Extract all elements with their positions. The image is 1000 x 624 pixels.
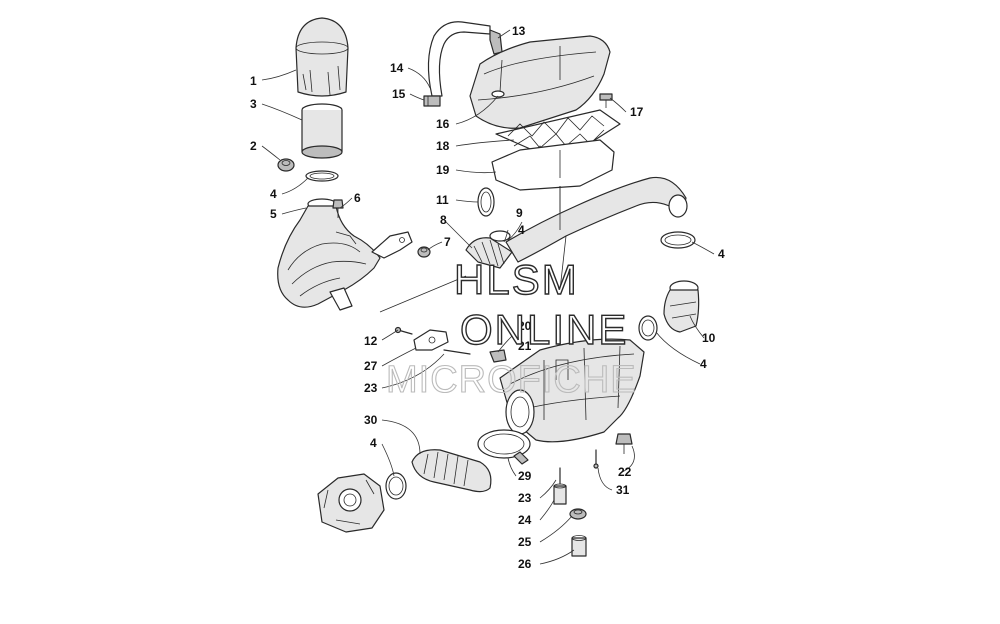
part-25-clamp[interactable] [569, 508, 587, 520]
part-7-nut[interactable] [417, 246, 431, 258]
part-19-filter-plate[interactable] [491, 139, 615, 191]
callout-30: 30 [364, 413, 378, 427]
part-4-clamp-right-lower[interactable] [638, 315, 658, 341]
part-5-intake-manifold[interactable] [277, 198, 381, 311]
part-12-screw[interactable] [394, 326, 413, 335]
callout-4-a: 4 [270, 187, 277, 201]
callout-25: 25 [518, 535, 532, 549]
part-2-grommet[interactable] [277, 158, 295, 172]
callout-10: 10 [702, 331, 716, 345]
callout-14: 14 [390, 61, 404, 75]
callout-24: 24 [518, 513, 532, 527]
throttle-body[interactable] [317, 473, 385, 533]
callout-2: 2 [250, 139, 257, 153]
callout-4-e: 4 [370, 436, 377, 450]
callout-29: 29 [518, 469, 532, 483]
callout-1: 1 [250, 74, 257, 88]
watermark-line-2: ONLINE [460, 306, 628, 353]
watermark-line-3: MICROFICHE [386, 359, 637, 401]
callout-3: 3 [250, 97, 257, 111]
callout-8: 8 [440, 213, 447, 227]
callout-5: 5 [270, 207, 277, 221]
callout-leaders [261, 29, 715, 565]
part-30-throttle-boot[interactable] [411, 449, 492, 493]
part-13-fitting[interactable] [489, 29, 503, 55]
callout-20: 20 [518, 319, 532, 333]
part-1-filter-cover[interactable] [295, 17, 349, 97]
callout-13: 13 [512, 24, 526, 38]
part-10-elbow[interactable] [663, 280, 700, 333]
part-6-screw[interactable] [332, 199, 344, 218]
part-26-drain-tube[interactable] [571, 535, 587, 557]
assembly-lines [379, 186, 567, 313]
air-box-housing[interactable] [499, 338, 645, 443]
part-16-air-box-cover[interactable] [469, 35, 611, 129]
part-8-corrugated-tube[interactable] [465, 230, 513, 269]
callout-15: 15 [392, 87, 406, 101]
mounting-bracket[interactable] [371, 231, 413, 259]
part-22-drain-valve[interactable] [615, 433, 633, 454]
part-4-clamp-upper-left[interactable] [305, 170, 339, 182]
part-4-clamp-right-upper[interactable] [660, 231, 696, 249]
part-27-bracket[interactable] [413, 329, 449, 351]
callout-16: 16 [436, 117, 450, 131]
callout-23-b: 23 [518, 491, 532, 505]
callout-23-a: 23 [364, 381, 378, 395]
callout-6: 6 [354, 191, 361, 205]
callout-27: 27 [364, 359, 378, 373]
part-11-clamp-ring[interactable] [477, 187, 495, 217]
callout-31: 31 [616, 483, 630, 497]
callout-numbers: 1 3 2 4 5 6 7 14 13 15 16 17 18 19 11 8 … [250, 24, 725, 571]
part-4-clamp-lower-left[interactable] [385, 472, 407, 500]
part-24-sleeve[interactable] [553, 483, 567, 505]
callout-12: 12 [364, 334, 378, 348]
callout-18: 18 [436, 139, 450, 153]
part-31-screw[interactable] [593, 449, 599, 469]
callout-19: 19 [436, 163, 450, 177]
callout-17: 17 [630, 105, 644, 119]
callout-21: 21 [518, 339, 532, 353]
part-23-pin-upper[interactable] [443, 349, 471, 355]
callout-4-b: 4 [518, 223, 525, 237]
part-29-clamp[interactable] [477, 429, 531, 465]
callout-26: 26 [518, 557, 532, 571]
part-3-filter-element[interactable] [301, 103, 343, 159]
callout-4-c: 4 [718, 247, 725, 261]
callout-4-d: 4 [700, 357, 707, 371]
watermark-line-1: HLSM [454, 256, 579, 303]
callout-22: 22 [618, 465, 632, 479]
callout-11: 11 [436, 193, 449, 207]
callout-7: 7 [444, 235, 451, 249]
part-15-hose-clip[interactable] [423, 95, 441, 107]
part-17-fastener[interactable] [599, 93, 613, 108]
callout-9: 9 [516, 206, 523, 220]
part-9-intake-duct[interactable] [505, 176, 688, 263]
watermark: HLSM ONLINE MICROFICHE [385, 255, 637, 401]
